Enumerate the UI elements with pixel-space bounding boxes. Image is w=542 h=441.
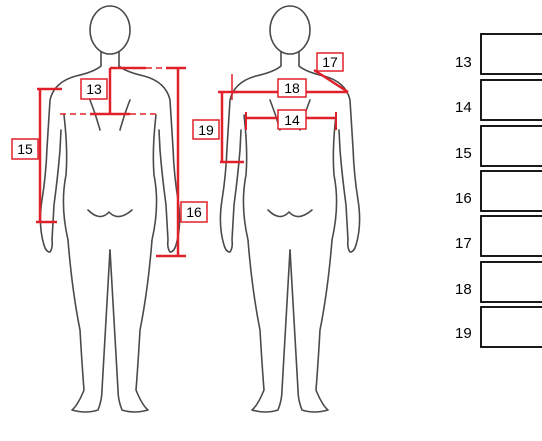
measurement-label-15: 15 — [17, 141, 33, 157]
answer-row-19: 19 — [455, 306, 542, 348]
measurement-input-19[interactable] — [480, 306, 542, 348]
body-figure-front: 17 18 14 19 — [192, 5, 361, 413]
row-number-15: 15 — [455, 145, 472, 162]
measurement-label-16: 16 — [186, 204, 202, 220]
row-number-17: 17 — [455, 235, 472, 252]
measurement-label-18: 18 — [284, 80, 300, 96]
body-figure-back: 13 15 16 — [11, 5, 208, 413]
measurement-input-13[interactable] — [480, 33, 542, 75]
row-number-13: 13 — [455, 54, 472, 71]
measurement-input-16[interactable] — [480, 170, 542, 212]
answer-row-16: 16 — [455, 170, 542, 212]
row-number-19: 19 — [455, 325, 472, 342]
answer-row-15: 15 — [455, 125, 542, 167]
measurement-label-13: 13 — [86, 81, 102, 97]
measurement-input-15[interactable] — [480, 125, 542, 167]
answer-row-18: 18 — [455, 261, 542, 303]
row-number-14: 14 — [455, 99, 472, 116]
measurement-label-17: 17 — [322, 54, 338, 70]
measurement-input-14[interactable] — [480, 79, 542, 121]
answer-row-14: 14 — [455, 79, 542, 121]
answer-row-13: 13 — [455, 33, 542, 75]
answer-fields: 13 14 15 16 17 18 19 — [455, 33, 542, 348]
measurement-input-18[interactable] — [480, 261, 542, 303]
answer-row-17: 17 — [455, 215, 542, 257]
row-number-18: 18 — [455, 281, 472, 298]
measurement-label-14: 14 — [284, 112, 300, 128]
row-number-16: 16 — [455, 190, 472, 207]
measurement-input-17[interactable] — [480, 215, 542, 257]
measurement-label-19: 19 — [198, 122, 214, 138]
